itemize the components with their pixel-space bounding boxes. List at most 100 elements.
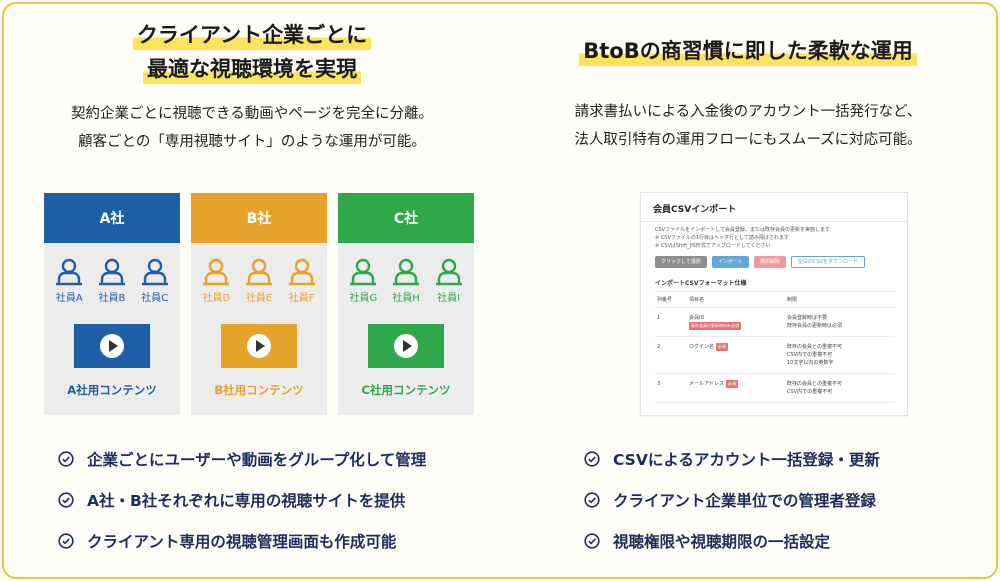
- table-cell: 1: [655, 307, 687, 337]
- left-desc-line: 契約企業ごとに視聴できる動画やページを完全に分離。: [71, 106, 433, 122]
- left-check-list: 企業ごとにユーザーや動画をグループ化して管理 A社・B社それぞれに専用の視聴サイ…: [58, 449, 426, 572]
- user-group: 社員A 社員B 社員C: [44, 257, 180, 304]
- check-text: CSVによるアカウント一括登録・更新: [613, 451, 880, 469]
- field-name: メールアドレス: [689, 381, 725, 387]
- check-item: A社・B社それぞれに専用の視聴サイトを提供: [58, 490, 426, 510]
- user-item: 社員F: [284, 257, 320, 304]
- clear-selection-button[interactable]: 選択解除: [753, 256, 786, 268]
- download-template-button[interactable]: 空白のCSVをダウンロード: [790, 256, 865, 268]
- user-label: 社員H: [392, 293, 420, 304]
- user-group: 社員G 社員H 社員I: [338, 257, 474, 304]
- company-header: A社: [44, 193, 180, 243]
- check-text: 視聴権限や視聴期限の一括設定: [613, 533, 831, 551]
- field-name: 会員ID: [689, 315, 705, 321]
- column-header: 項目名: [687, 291, 785, 308]
- divider: [641, 221, 907, 222]
- company-diagram: A社 社員A 社員B 社員C A社用コンテンツ B社 社員D 社員E 社員F B…: [44, 193, 474, 415]
- table-header-row: 列番号 項目名 制限: [655, 291, 895, 308]
- user-icon: [245, 258, 272, 286]
- import-button[interactable]: インポート: [711, 256, 749, 268]
- user-label: 社員D: [202, 293, 231, 304]
- table-cell: メールアドレス必須: [687, 373, 785, 403]
- user-label: 社員C: [141, 293, 169, 304]
- user-label: 社員E: [245, 293, 273, 304]
- right-title: BtoBの商習慣に即した柔軟な運用: [500, 34, 996, 68]
- user-icon: [56, 258, 83, 286]
- user-icon: [392, 258, 419, 286]
- check-item: クライアント企業単位での管理者登録: [584, 490, 880, 510]
- requirement-tag: 必須: [726, 380, 739, 388]
- csv-title: 会員CSVインポート: [653, 205, 737, 215]
- play-icon: [100, 334, 124, 358]
- check-text: A社・B社それぞれに専用の視聴サイトを提供: [87, 492, 406, 510]
- table-cell: 会員登録時は不要既存会員の更新時は必須: [785, 307, 895, 337]
- company-header: C社: [338, 193, 474, 243]
- limit-text: 既存の会員との重複不可: [787, 344, 842, 350]
- video-thumbnail: [221, 324, 297, 368]
- check-circle-icon: [584, 451, 600, 467]
- table-cell: 3: [655, 373, 687, 403]
- company-content-label: A社用コンテンツ: [67, 383, 157, 397]
- field-name: ログイン名: [689, 344, 715, 350]
- user-item: 社員B: [94, 257, 130, 304]
- company-card-b: B社 社員D 社員E 社員F B社用コンテンツ: [191, 193, 327, 415]
- table-cell: ログイン名必須: [687, 336, 785, 374]
- check-item: CSVによるアカウント一括登録・更新: [584, 449, 880, 469]
- table-cell: 2: [655, 336, 687, 374]
- right-description: 請求書払いによる入金後のアカウント一括発行など、 法人取引特有の運用フローにもス…: [500, 98, 996, 154]
- right-title-line: BtoBの商習慣に即した柔軟な運用: [579, 36, 917, 66]
- right-check-list: CSVによるアカウント一括登録・更新 クライアント企業単位での管理者登録 視聴権…: [584, 449, 880, 572]
- left-title-line: クライアント企業ごとに: [132, 20, 372, 50]
- video-thumbnail: [74, 324, 150, 368]
- limit-text: CSV内での重複不可: [787, 352, 833, 358]
- requirement-tag: 必須: [716, 343, 729, 351]
- right-desc-line: 請求書払いによる入金後のアカウント一括発行など、: [574, 104, 922, 120]
- check-circle-icon: [58, 533, 74, 549]
- user-icon: [203, 258, 230, 286]
- user-item: 社員A: [51, 257, 87, 304]
- csv-format-heading: インポートCSVフォーマット仕様: [655, 280, 747, 287]
- play-icon: [247, 334, 271, 358]
- csv-note: ※ CSVはShift_JIS形式でアップロードしてください: [655, 243, 771, 249]
- left-desc-line: 顧客ごとの「専用視聴サイト」のような運用が可能。: [78, 134, 426, 150]
- csv-button-row: クリックして選択 インポート 選択解除 空白のCSVをダウンロード: [655, 256, 907, 268]
- user-item: 社員H: [388, 257, 424, 304]
- check-text: クライアント企業単位での管理者登録: [613, 492, 876, 510]
- check-circle-icon: [584, 492, 600, 508]
- csv-import-screenshot: 会員CSVインポート CSVファイルをインポートして会員登録、または既存会員の更…: [640, 192, 908, 416]
- csv-note: ※ CSVファイルの1行目はヘッダ行として読み飛ばされます: [655, 235, 789, 241]
- check-text: クライアント専用の視聴管理画面も作成可能: [87, 533, 397, 551]
- user-item: 社員C: [137, 257, 173, 304]
- user-label: 社員B: [98, 293, 126, 304]
- video-thumbnail: [368, 324, 444, 368]
- limit-text: 既存会員の更新時は必須: [787, 323, 843, 329]
- company-header: B社: [191, 193, 327, 243]
- user-icon: [288, 258, 315, 286]
- check-text: 企業ごとにユーザーや動画をグループ化して管理: [87, 451, 427, 469]
- company-card-c: C社 社員G 社員H 社員I C社用コンテンツ: [338, 193, 474, 415]
- right-column: BtoBの商習慣に即した柔軟な運用 請求書払いによる入金後のアカウント一括発行な…: [500, 4, 996, 577]
- company-card-a: A社 社員A 社員B 社員C A社用コンテンツ: [44, 193, 180, 415]
- column-header: 制限: [785, 291, 895, 308]
- user-item: 社員I: [431, 257, 467, 304]
- user-icon: [350, 258, 377, 286]
- check-item: クライアント専用の視聴管理画面も作成可能: [58, 531, 426, 551]
- user-label: 社員F: [288, 293, 315, 304]
- left-title-line: 最適な視聴環境を実現: [143, 54, 361, 84]
- select-file-button[interactable]: クリックして選択: [655, 256, 707, 268]
- user-group: 社員D 社員E 社員F: [191, 257, 327, 304]
- right-desc-line: 法人取引特有の運用フローにもスムーズに対応可能。: [574, 132, 922, 148]
- requirement-tag: 既存会員の更新時のみ必須: [689, 322, 741, 330]
- check-circle-icon: [584, 533, 600, 549]
- limit-text: 既存の会員との重複不可: [787, 381, 842, 387]
- user-icon: [98, 258, 125, 286]
- check-item: 視聴権限や視聴期限の一括設定: [584, 531, 880, 551]
- left-title: クライアント企業ごとに 最適な視聴環境を実現: [4, 18, 500, 86]
